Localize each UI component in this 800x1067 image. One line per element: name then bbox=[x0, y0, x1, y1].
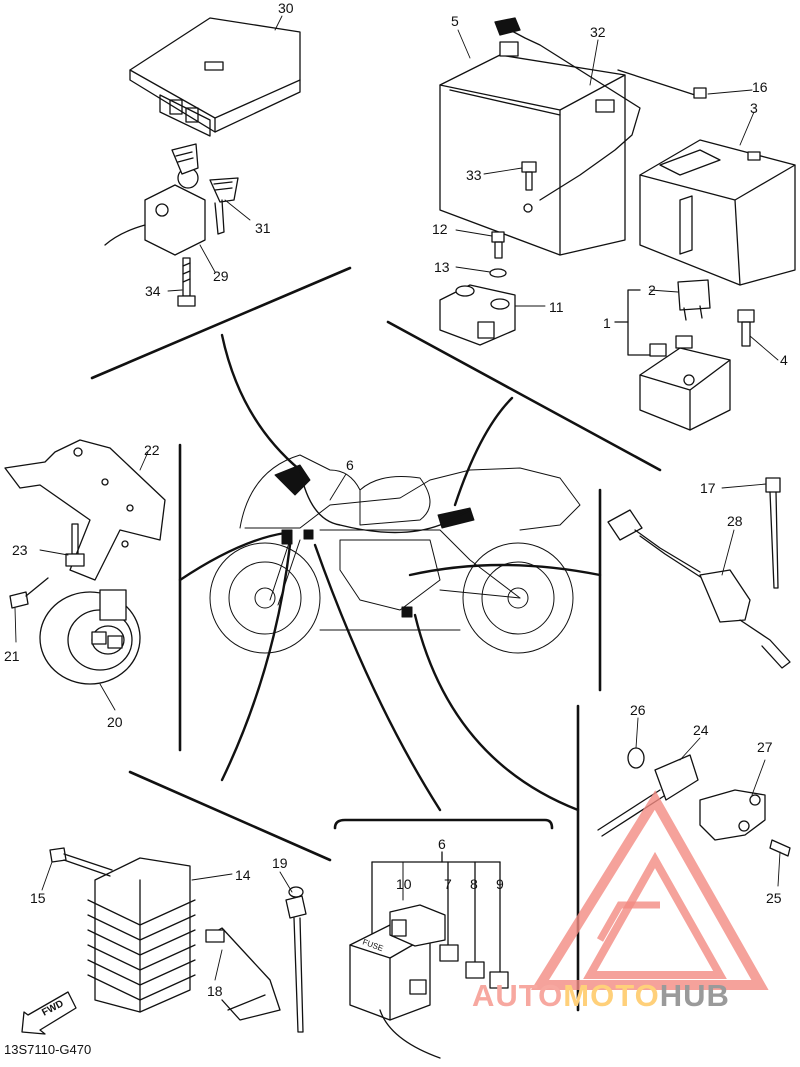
fuse-box-group bbox=[349, 851, 509, 1059]
watermark-part-1: AUTO bbox=[472, 978, 564, 1013]
horn-bracket bbox=[4, 439, 166, 581]
label-part-2: 2 bbox=[648, 282, 656, 298]
label-part-28: 28 bbox=[727, 513, 743, 529]
label-part-30: 30 bbox=[278, 0, 294, 16]
label-part-23: 23 bbox=[12, 542, 28, 558]
label-part-17: 17 bbox=[700, 480, 716, 496]
label-part-33: 33 bbox=[466, 167, 482, 183]
label-part-13: 13 bbox=[434, 259, 450, 275]
watermark-part-2: MOTO bbox=[563, 978, 660, 1013]
label-part-27: 27 bbox=[757, 739, 773, 755]
cable-tie-17 bbox=[765, 477, 781, 589]
horn bbox=[39, 589, 141, 685]
bracket-1-2 bbox=[627, 289, 651, 356]
sensor-28 bbox=[607, 509, 791, 669]
fwd-arrow bbox=[21, 991, 77, 1035]
label-part-20: 20 bbox=[107, 714, 123, 730]
section-dividers bbox=[90, 266, 662, 1012]
label-part-18: 18 bbox=[207, 983, 223, 999]
label-part-3: 3 bbox=[750, 100, 758, 116]
label-part-32: 32 bbox=[590, 24, 606, 40]
bolt-33 bbox=[521, 161, 537, 191]
watermark-logo bbox=[531, 790, 769, 990]
rectifier-regulator bbox=[87, 857, 196, 1013]
battery-cable-32 bbox=[509, 29, 641, 201]
relay-11 bbox=[439, 284, 516, 346]
label-part-12: 12 bbox=[432, 221, 448, 237]
bolt-21 bbox=[9, 577, 49, 609]
label-part-25: 25 bbox=[766, 890, 782, 906]
label-part-26: 26 bbox=[630, 702, 646, 718]
label-part-34: 34 bbox=[145, 283, 161, 299]
label-part-6-fusebox: 6 bbox=[438, 836, 446, 852]
motorcycle-outline bbox=[209, 454, 581, 654]
label-part-10: 10 bbox=[396, 876, 412, 892]
label-part-24: 24 bbox=[693, 722, 709, 738]
label-part-5: 5 bbox=[451, 13, 459, 29]
drawing-code: 13S7110-G470 bbox=[4, 1042, 92, 1057]
bolt-34 bbox=[177, 257, 196, 307]
label-leaders bbox=[14, 15, 781, 981]
battery bbox=[439, 41, 626, 256]
label-part-11: 11 bbox=[549, 299, 564, 315]
ecu-unit bbox=[129, 17, 301, 137]
bolt-12 bbox=[491, 231, 505, 259]
strap-18 bbox=[209, 927, 281, 1021]
washer-13 bbox=[489, 268, 507, 278]
bolt-15 bbox=[49, 847, 113, 877]
label-part-7: 7 bbox=[444, 876, 452, 892]
label-part-8: 8 bbox=[470, 876, 478, 892]
section-leaders bbox=[178, 333, 602, 812]
label-part-1: 1 bbox=[603, 315, 611, 331]
watermark-part-3: HUB bbox=[659, 978, 730, 1013]
starter-relay bbox=[639, 279, 731, 431]
label-part-15: 15 bbox=[30, 890, 46, 906]
label-part-21: 21 bbox=[4, 648, 20, 664]
watermark-brand: AUTOMOTOHUB bbox=[472, 978, 730, 1014]
wire-harness bbox=[299, 469, 471, 534]
label-part-6-bike: 6 bbox=[346, 457, 354, 473]
label-part-9: 9 bbox=[496, 876, 504, 892]
relay-cover bbox=[639, 139, 796, 286]
ignition-switch bbox=[104, 143, 239, 256]
label-part-19: 19 bbox=[272, 855, 288, 871]
bolt-23 bbox=[65, 523, 85, 567]
cable-tie-19 bbox=[285, 886, 307, 1033]
label-part-4: 4 bbox=[780, 352, 788, 368]
label-part-29: 29 bbox=[213, 268, 229, 284]
bolt-4 bbox=[737, 309, 755, 347]
label-part-14: 14 bbox=[235, 867, 251, 883]
label-part-22: 22 bbox=[144, 442, 160, 458]
label-part-31: 31 bbox=[255, 220, 271, 236]
label-part-16: 16 bbox=[752, 79, 768, 95]
sensor-bracket-assembly bbox=[597, 747, 791, 857]
lead-16 bbox=[617, 69, 696, 96]
